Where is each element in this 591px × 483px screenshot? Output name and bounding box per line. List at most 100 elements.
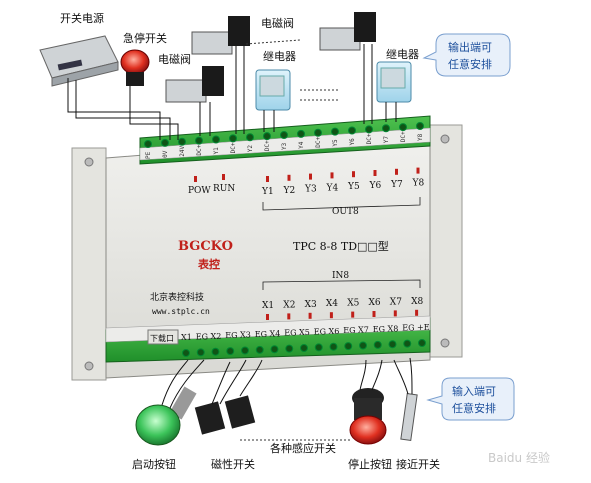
input-led <box>308 312 312 319</box>
estop-label: 急停开关 <box>123 31 167 45</box>
top-terminal-label: DC+ <box>230 142 237 153</box>
terminal-screw <box>241 346 249 355</box>
output-leds <box>194 167 420 182</box>
input-label: X7 <box>390 297 402 307</box>
solenoid-valve-3 <box>319 12 376 51</box>
pow-label: POW <box>188 186 211 196</box>
company-website: www.stplc.cn <box>152 307 210 316</box>
bottom-terminal-label: EG <box>402 324 414 333</box>
output-label: Y6 <box>369 181 382 191</box>
top-terminal-label: DC+ <box>366 133 373 144</box>
input-callout-line2: 任意安排 <box>452 401 496 415</box>
bottom-terminal-label: X8 <box>388 324 399 333</box>
input-led <box>329 312 333 319</box>
input-led <box>351 311 355 318</box>
input-led <box>287 313 291 320</box>
bottom-terminal-label: EG <box>284 329 296 338</box>
power-supply: 开关电源 <box>39 11 119 87</box>
terminal-screw <box>418 339 426 347</box>
brand-logo: BGCKO <box>178 239 233 254</box>
output-label: Y8 <box>412 179 425 189</box>
top-terminal-label: Y2 <box>247 145 254 153</box>
top-terminal-label: Y1 <box>213 147 220 155</box>
sensor-switches-label: 各种感应开关 <box>270 441 336 455</box>
output-label: Y4 <box>326 183 339 193</box>
output-callout: 输出端可 任意安排 <box>422 33 511 77</box>
top-terminal-label: Y7 <box>383 136 390 144</box>
terminal-screw <box>314 343 323 352</box>
terminal-screw <box>255 345 264 354</box>
top-terminal-label: DC+ <box>264 140 271 151</box>
magnetic-switch: 磁性开关 <box>194 395 256 471</box>
download-port[interactable] <box>147 329 179 345</box>
output-label: Y1 <box>261 187 274 197</box>
terminal-screw <box>344 342 353 351</box>
terminal-screw <box>211 347 220 356</box>
output-wires <box>67 44 397 140</box>
relay-1-label: 继电器 <box>263 50 296 63</box>
top-terminal-label: Y5 <box>332 139 339 147</box>
output-led <box>309 173 312 180</box>
magnetic-switch-label: 磁性开关 <box>211 457 255 471</box>
terminal-screw <box>359 341 367 350</box>
solenoid-valve-2: 电磁阀 <box>158 52 224 103</box>
bottom-terminal-label: EG <box>196 332 208 341</box>
output-label: Y2 <box>283 186 296 196</box>
terminal-screw <box>285 344 294 353</box>
relay-1: 继电器 <box>255 50 296 111</box>
brand-cn: 表控 <box>197 257 220 271</box>
terminal-screw <box>329 342 338 351</box>
left-mount-ear <box>71 147 107 381</box>
terminal-screw <box>270 345 279 354</box>
stop-button: 停止按钮 <box>348 388 392 471</box>
top-terminal-label: 0V <box>162 150 169 158</box>
terminal-screw <box>300 344 308 352</box>
bottom-terminal-label: X4 <box>270 329 281 338</box>
terminal-screw <box>226 347 235 356</box>
start-button-label: 启动按钮 <box>132 457 176 471</box>
bottom-terminal-label: +E <box>417 323 430 332</box>
top-terminal-label: PE <box>145 151 152 159</box>
model-name: TPC 8-8 TD□□型 <box>293 239 389 253</box>
input-label: X8 <box>411 297 423 307</box>
download-port-label: 下载口 <box>150 333 174 343</box>
top-terminal-label: Y6 <box>349 138 356 146</box>
bottom-terminal-label: EG <box>343 326 355 335</box>
input-callout: 输入端可 任意安排 <box>426 377 515 421</box>
out8-bracket <box>262 197 421 211</box>
solenoid-1-label: 电磁阀 <box>261 16 294 30</box>
terminal-screw <box>388 340 397 349</box>
bottom-terminal-label: EG <box>255 330 267 339</box>
input-label: X3 <box>305 300 317 310</box>
output-led <box>287 174 291 181</box>
watermark: Baidu 经验 <box>488 450 550 465</box>
output-led <box>352 171 355 178</box>
relay-2: 继电器 <box>376 48 419 103</box>
output-led <box>373 170 377 176</box>
in8-label: IN8 <box>332 271 349 281</box>
solenoid-valve-1: 电磁阀 <box>191 16 294 55</box>
bottom-terminal-label: X6 <box>329 327 340 336</box>
company-name: 北京表控科技 <box>150 291 204 303</box>
input-label: X4 <box>326 299 338 309</box>
terminal-screw <box>182 349 190 357</box>
input-callout-line1: 输入端可 <box>452 384 496 398</box>
output-led <box>416 167 420 174</box>
input-label: X1 <box>262 301 274 311</box>
out8-label: OUT8 <box>332 207 359 217</box>
bottom-terminal-label: X5 <box>299 328 310 337</box>
input-label: X5 <box>347 299 359 309</box>
output-callout-line1: 输出端可 <box>448 40 492 54</box>
top-terminal-label: Y3 <box>281 142 288 150</box>
terminal-screw <box>373 340 382 349</box>
bottom-terminal-label: EG <box>314 327 326 336</box>
bottom-terminal-label: X2 <box>211 332 222 341</box>
proximity-switch: 接近开关 <box>396 392 440 471</box>
emergency-stop: 急停开关 <box>120 31 167 86</box>
power-supply-label: 开关电源 <box>60 11 104 25</box>
